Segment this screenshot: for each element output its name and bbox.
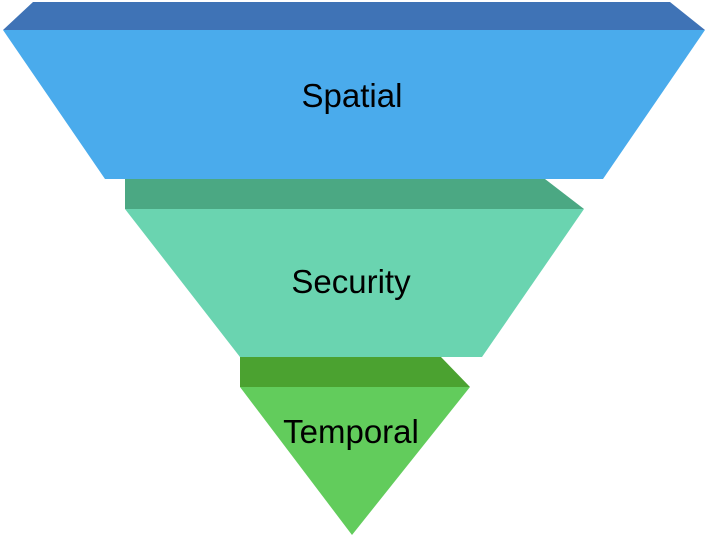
funnel-layer-spatial-face	[3, 30, 705, 179]
funnel-layer-spatial-top	[3, 2, 705, 30]
funnel-layer-security-label: Security	[291, 263, 411, 300]
funnel-layer-security: Security	[125, 179, 584, 357]
funnel-layer-temporal: Temporal	[240, 357, 470, 535]
funnel-layer-spatial-label: Spatial	[302, 77, 403, 114]
funnel-layer-security-face	[125, 209, 584, 357]
funnel-layer-temporal-top	[240, 357, 470, 387]
funnel-layer-spatial: Spatial	[3, 2, 705, 179]
funnel-layer-temporal-face	[240, 387, 470, 535]
funnel-layer-temporal-label: Temporal	[283, 413, 419, 450]
funnel-layer-security-top	[125, 179, 584, 209]
